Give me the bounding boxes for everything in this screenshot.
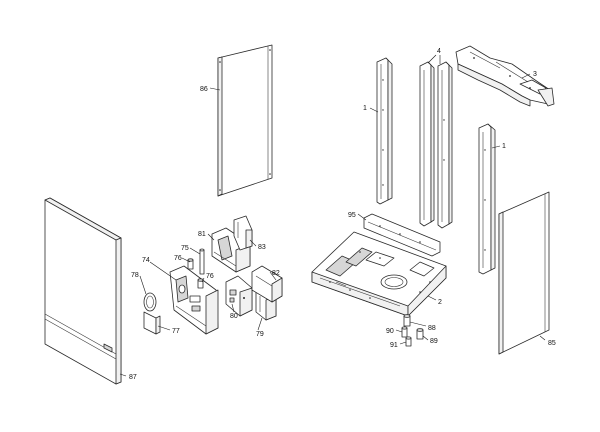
- label-89: 89: [430, 338, 438, 345]
- label-77: 77: [172, 328, 180, 335]
- part-88-fitting: [403, 314, 411, 327]
- part-4-profile-b: [437, 61, 453, 229]
- part-91-fitting: [405, 336, 412, 347]
- label-2: 2: [438, 299, 442, 306]
- label-1-left: 1: [363, 105, 367, 112]
- part-95-rear-strip: [363, 213, 441, 257]
- label-4: 4: [437, 48, 441, 55]
- label-80: 80: [230, 313, 238, 320]
- label-81: 81: [198, 231, 206, 238]
- part-90-fitting: [401, 326, 408, 338]
- part-83-bracket: [233, 215, 253, 251]
- part-89-fitting: [416, 328, 424, 340]
- label-3: 3: [533, 71, 537, 78]
- label-86: 86: [200, 86, 208, 93]
- label-88: 88: [428, 325, 436, 332]
- label-1-right: 1: [502, 143, 506, 150]
- label-83: 83: [258, 244, 266, 251]
- label-90: 90: [386, 328, 394, 335]
- part-2-base-plate: [311, 231, 447, 317]
- part-76-knob-a: [187, 258, 194, 270]
- label-95: 95: [348, 212, 356, 219]
- part-1-left-profile: [376, 57, 393, 205]
- label-87: 87: [129, 374, 137, 381]
- label-79: 79: [256, 331, 264, 338]
- label-78: 78: [131, 272, 139, 279]
- part-1-right-profile: [478, 123, 496, 275]
- label-85: 85: [548, 340, 556, 347]
- label-75: 75: [181, 245, 189, 252]
- part-77-small-panel: [143, 311, 161, 335]
- leader-lines: [119, 54, 546, 377]
- part-76-knob-b: [197, 278, 204, 289]
- callout-labels: 86 1 4 3 1 95 2 85 87 74 75 76 76 78 77 …: [129, 48, 556, 381]
- part-87-front-panel: [44, 197, 122, 385]
- label-74: 74: [142, 257, 150, 264]
- part-82-bracket: [251, 265, 283, 303]
- part-85-side-panel: [498, 191, 550, 355]
- part-86-side-panel: [217, 44, 273, 197]
- label-91: 91: [390, 342, 398, 349]
- part-3-top-bracket: [455, 45, 555, 107]
- label-76-upper: 76: [174, 255, 182, 262]
- label-82: 82: [272, 270, 280, 277]
- label-76-lower: 76: [206, 273, 214, 280]
- part-4-profile-a: [419, 61, 435, 227]
- part-80-circuit-board: [225, 275, 253, 317]
- part-74-control-housing: [169, 265, 219, 335]
- part-75-pin: [199, 248, 205, 275]
- part-78-round-cover: [143, 292, 157, 312]
